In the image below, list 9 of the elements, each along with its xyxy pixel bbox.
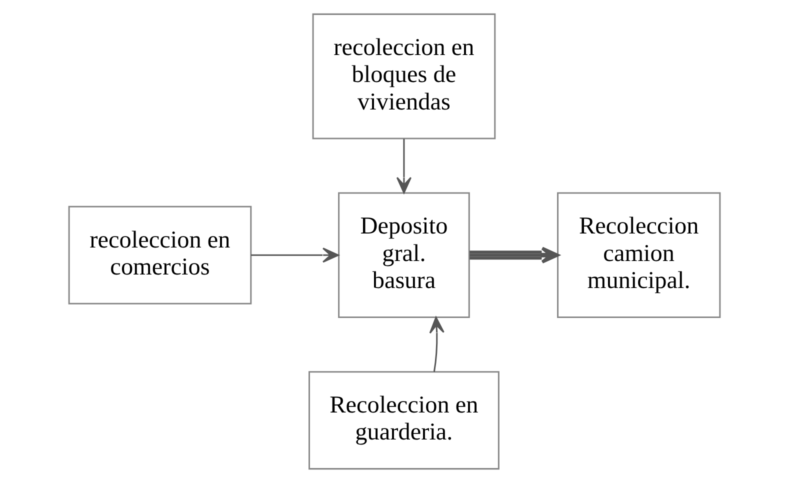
node-box: Deposito gral. basura bbox=[338, 192, 470, 318]
arrow bbox=[429, 316, 444, 372]
node-box: Recoleccion en guarderia. bbox=[308, 371, 500, 470]
node-box: recoleccion en comercios bbox=[68, 206, 252, 304]
arrow bbox=[396, 138, 412, 194]
node-box: recoleccion en bloques de viviendas bbox=[312, 13, 496, 140]
arrow bbox=[470, 246, 560, 264]
node-box: Recoleccion camion municipal. bbox=[557, 192, 721, 318]
arrow bbox=[251, 248, 339, 263]
